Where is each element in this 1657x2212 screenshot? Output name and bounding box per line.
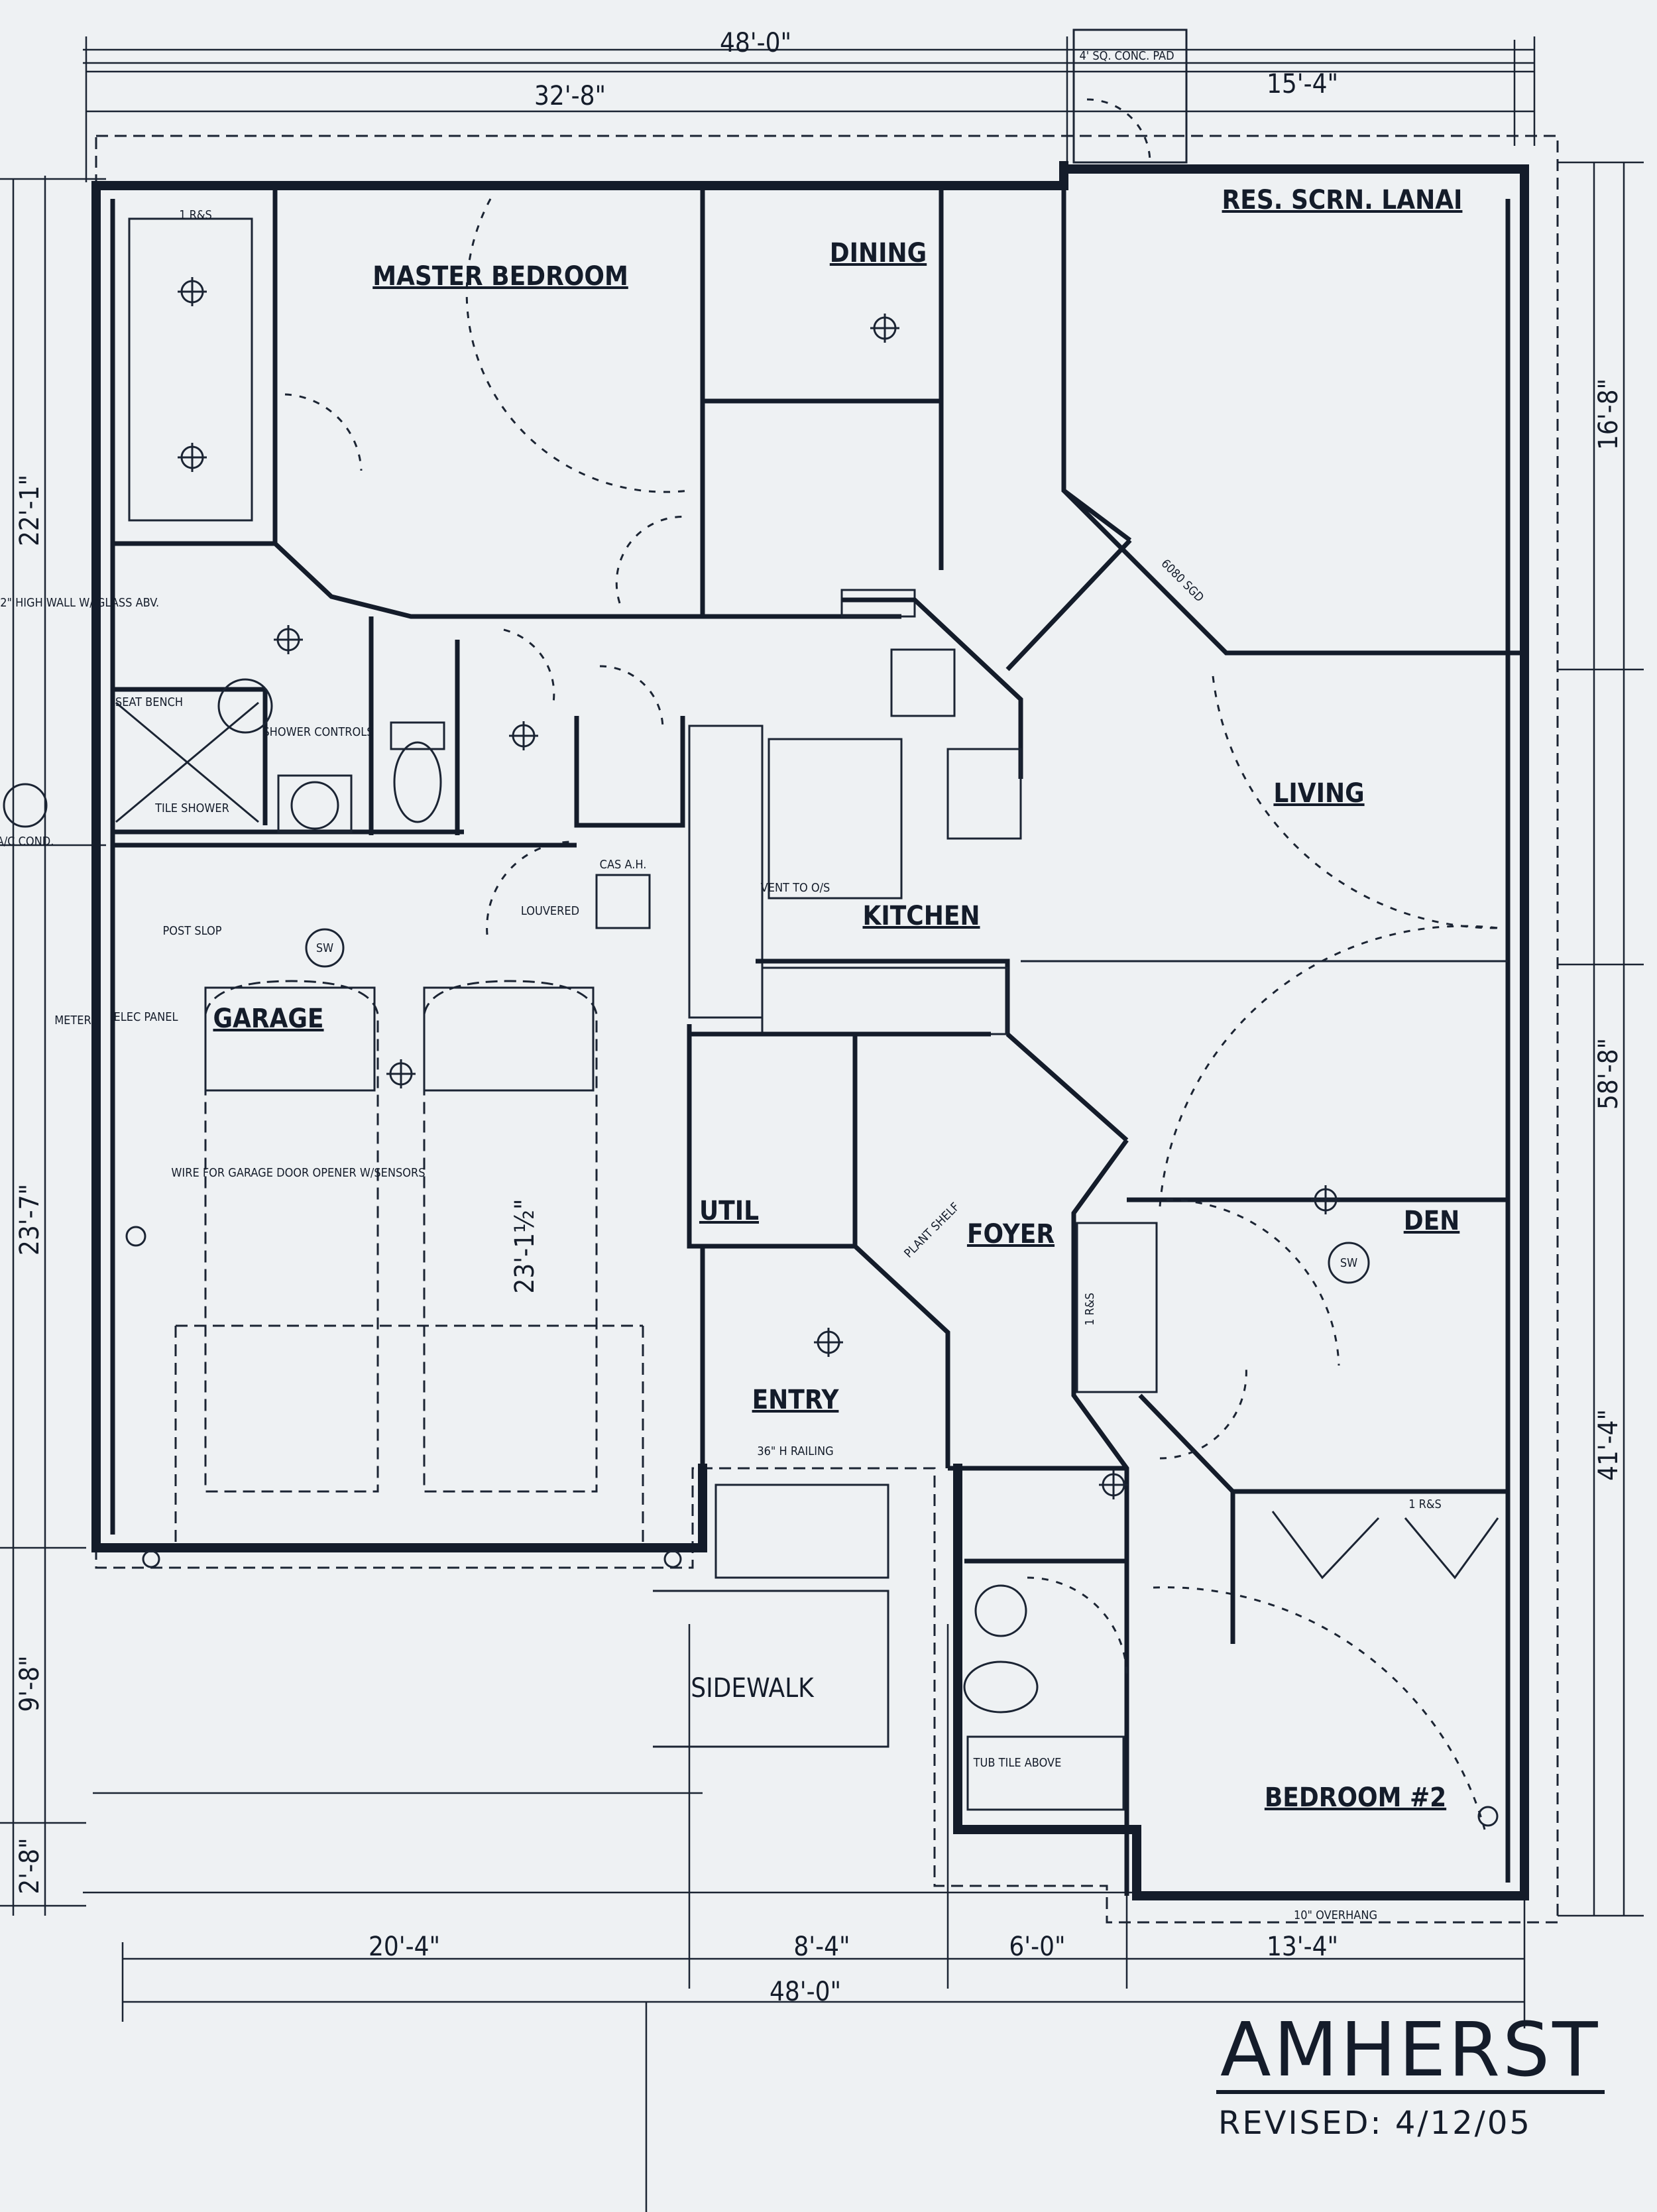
dim-bottom-overall: 48'-0"	[770, 1977, 841, 2007]
living-dining-arc	[1159, 925, 1499, 1207]
note-sw-den: SW	[1340, 1256, 1357, 1270]
dim-right-a: 16'-8"	[1593, 378, 1624, 450]
note-vent: VENT TO O/S	[761, 881, 830, 895]
left-dimension-lines	[0, 176, 106, 1916]
note-sw-garage: SW	[316, 941, 333, 955]
dim-left-c: 9'-8"	[15, 1655, 45, 1712]
master-door-swing	[615, 516, 690, 604]
dim-bottom-a: 20'-4"	[369, 1932, 440, 1962]
plan-revised-date: REVISED: 4/12/05	[1218, 2105, 1532, 2142]
kitchen-island	[768, 738, 903, 900]
note-half-wall: 42" HIGH WALL W/ GLASS ABV.	[0, 596, 159, 610]
car-outline-left	[204, 980, 379, 1493]
dim-bottom-b: 8'-4"	[793, 1932, 850, 1962]
dim-bottom-c: 6'-0"	[1009, 1932, 1065, 1962]
den-entry-arc	[1166, 1198, 1340, 1366]
note-louvered: LOUVERED	[521, 904, 579, 918]
air-handler	[595, 874, 651, 929]
room-kitchen: KITCHEN	[862, 901, 980, 931]
room-master-bedroom: MASTER BEDROOM	[372, 261, 628, 292]
note-rs-bedroom2: 1 R&S	[1408, 1497, 1442, 1511]
right-dimension-lines	[1558, 161, 1644, 1917]
dim-left-a: 22'-1"	[15, 475, 45, 546]
dim-top-left: 32'-8"	[534, 81, 606, 111]
sidewalk-outline	[653, 1590, 889, 1748]
note-tub: TUB TILE ABOVE	[973, 1756, 1062, 1770]
room-living: LIVING	[1273, 778, 1364, 809]
dim-bottom-d: 13'-4"	[1267, 1932, 1338, 1962]
room-den: DEN	[1404, 1206, 1460, 1236]
entry-planter	[714, 1484, 889, 1579]
bedroom2-door-arc	[1153, 1586, 1486, 1830]
note-shower: TILE SHOWER	[154, 801, 229, 815]
note-post-slop: POST SLOP	[163, 924, 222, 938]
plan-title: AMHERST	[1216, 2011, 1605, 2094]
car-outline-right	[423, 980, 598, 1493]
note-railing: 36" H RAILING	[757, 1444, 833, 1458]
master-closet-door	[284, 393, 363, 471]
room-foyer: FOYER	[967, 1219, 1055, 1250]
den-door-swing	[1159, 1365, 1247, 1460]
living-lanai-walls	[1005, 489, 1524, 1207]
living-slider-swing	[1212, 675, 1499, 929]
master-entry-swing	[465, 198, 690, 493]
roof-overhang-outline	[95, 135, 1559, 1924]
note-rs-den: 1 R&S	[1083, 1293, 1097, 1326]
conc-pad-outline	[1072, 29, 1188, 164]
linen-door-swing	[599, 665, 664, 730]
light-fixtures	[125, 277, 1499, 1827]
dim-right-b: 58'-8"	[1593, 1038, 1624, 1110]
dim-left-b: 23'-7"	[15, 1184, 45, 1255]
top-dimension-lines	[83, 36, 1536, 182]
dining-kitchen-walls	[486, 169, 1132, 1035]
note-plant-shelf: PLANT SHELF	[901, 1200, 962, 1261]
note-ac-cond: A/C COND.	[0, 835, 54, 848]
note-slider: 6080 SGD	[1159, 557, 1207, 605]
dim-right-c: 41'-4"	[1593, 1409, 1624, 1481]
dim-left-d: 2'-8"	[15, 1837, 45, 1894]
pad-door-swing	[1086, 98, 1151, 163]
dim-top-right: 15'-4"	[1267, 69, 1338, 99]
note-ah: CAS A.H.	[600, 858, 647, 872]
room-sidewalk: SIDEWALK	[691, 1673, 815, 1704]
note-overhang: 10" OVERHANG	[1294, 1908, 1377, 1922]
ac-condenser	[3, 783, 48, 828]
dim-garage-depth: 23'-1½"	[510, 1199, 540, 1294]
note-seat-bench: SEAT BENCH	[115, 695, 183, 709]
note-master-shelf: 1 R&S	[179, 208, 212, 222]
hall-door-swing	[503, 628, 555, 703]
note-conc-pad: 4' SQ. CONC. PAD	[1079, 49, 1174, 63]
note-meter: METER	[54, 1014, 91, 1027]
bath-toilet	[963, 1660, 1039, 1714]
kitchen-counter-left	[688, 725, 764, 1019]
bath-tub	[966, 1735, 1125, 1811]
note-elec-panel: ELEC PANEL	[114, 1010, 178, 1024]
note-garage-door: WIRE FOR GARAGE DOOR OPENER W/SENSORS	[171, 1166, 425, 1180]
note-shower-controls: SHOWER CONTROLS	[262, 725, 373, 739]
room-bedroom2: BEDROOM #2	[1265, 1782, 1446, 1813]
garden-tub	[128, 217, 253, 522]
ah-louvered-door	[486, 841, 577, 935]
dim-top-overall: 48'-0"	[720, 28, 791, 58]
room-garage: GARAGE	[213, 1004, 323, 1034]
switch-symbols	[305, 928, 1370, 1284]
room-entry: ENTRY	[752, 1385, 840, 1415]
room-lanai: RES. SCRN. LANAI	[1222, 185, 1463, 215]
kitchen-sink	[890, 648, 956, 717]
bath-sink	[974, 1584, 1027, 1637]
garage	[113, 843, 855, 1544]
room-dining: DINING	[830, 238, 927, 268]
bath-door-swing	[1027, 1576, 1128, 1678]
room-util: UTIL	[699, 1196, 759, 1226]
bedroom2-walls	[963, 1491, 1499, 1896]
central-hall-walls	[689, 1031, 1508, 1896]
